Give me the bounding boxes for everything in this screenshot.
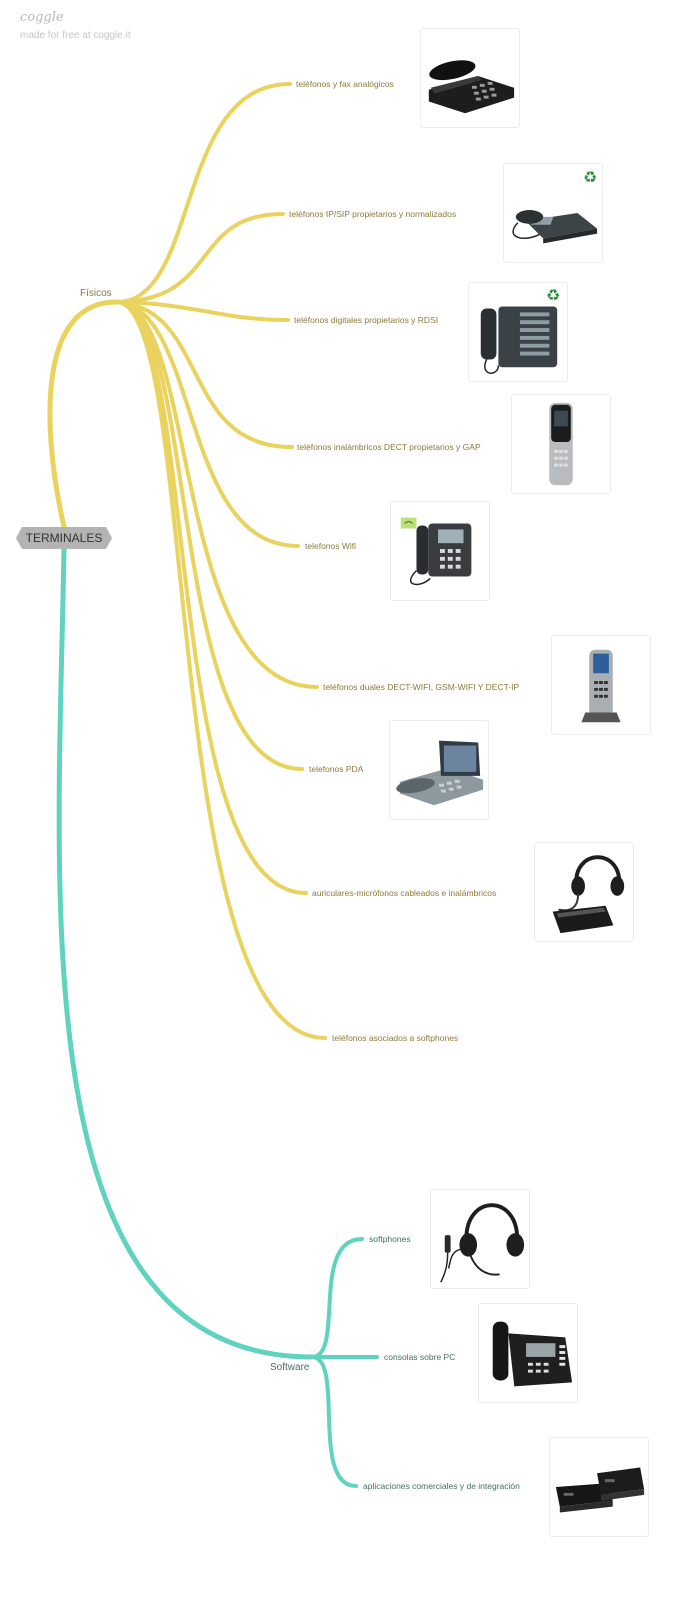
leaf-headsets[interactable]: auriculares-micrófonos cableados e inalá… [312, 888, 497, 898]
wifi-phone-icon [390, 501, 490, 601]
link-fisicos-item-1 [116, 82, 292, 304]
leaf-dual-phones[interactable]: teléfonos duales DECT-WIFI, GSM-WIFI Y D… [323, 682, 520, 692]
leaf-commercial-apps[interactable]: aplicaciones comerciales y de integració… [363, 1481, 520, 1491]
link-fisicos-item-3 [116, 300, 290, 322]
leaf-pc-consoles[interactable]: consolas sobre PC [384, 1352, 456, 1362]
ip-phone-recycle-icon: ♻ [503, 163, 603, 263]
link-software-item-3 [310, 1355, 358, 1488]
console-phone-icon [478, 1303, 578, 1403]
pda-phone-icon [389, 720, 489, 820]
link-fisicos-item-4 [116, 300, 294, 449]
leaf-analog-phones[interactable]: teléfonos y fax analógicos [296, 79, 394, 89]
dect-handset-icon [511, 394, 611, 494]
digital-phone-recycle-icon: ♻ [468, 282, 568, 382]
usb-headset-icon [430, 1189, 530, 1289]
leaf-ip-sip-phones[interactable]: teléfonos IP/SIP propietarios y normaliz… [289, 209, 457, 219]
branch-node-software[interactable]: Software [270, 1362, 310, 1373]
leaf-pda-phones[interactable]: telefonos PDA [309, 764, 364, 774]
leaf-softphones[interactable]: softphones [369, 1234, 411, 1244]
link-software-item-1 [310, 1237, 364, 1359]
branch-node-fisicos[interactable]: Físicos [80, 288, 112, 299]
leaf-digital-phones[interactable]: teléfonos digitales propietarios y RDSI [294, 315, 439, 325]
dual-handset-icon [551, 635, 651, 735]
link-fisicos-item-9 [116, 300, 327, 1040]
leaf-wifi-phones[interactable]: telefonos Wifi [305, 541, 357, 551]
svg-text:♻: ♻ [583, 168, 597, 187]
root-node[interactable]: TERMINALES [16, 527, 112, 549]
link-root-software [56, 546, 315, 1360]
link-root-fisicos [47, 299, 121, 530]
link-fisicos-item-5 [116, 300, 300, 548]
appliance-box-icon [549, 1437, 649, 1537]
brand-logo: coggle [20, 10, 64, 25]
brand-tagline: made for free at coggle.it [20, 30, 131, 41]
link-fisicos-item-7 [116, 300, 304, 771]
link-fisicos-item-6 [116, 300, 319, 689]
desk-phone-icon [420, 28, 520, 128]
leaf-dect-phones[interactable]: teléfonos inalámbricos DECT propietarios… [297, 442, 481, 452]
leaf-softphone-phones[interactable]: teléfonos asociados a softphones [332, 1033, 459, 1043]
link-fisicos-item-2 [116, 212, 285, 304]
svg-text:♻: ♻ [546, 286, 560, 305]
headset-icon [534, 842, 634, 942]
link-fisicos-item-8 [116, 300, 308, 895]
